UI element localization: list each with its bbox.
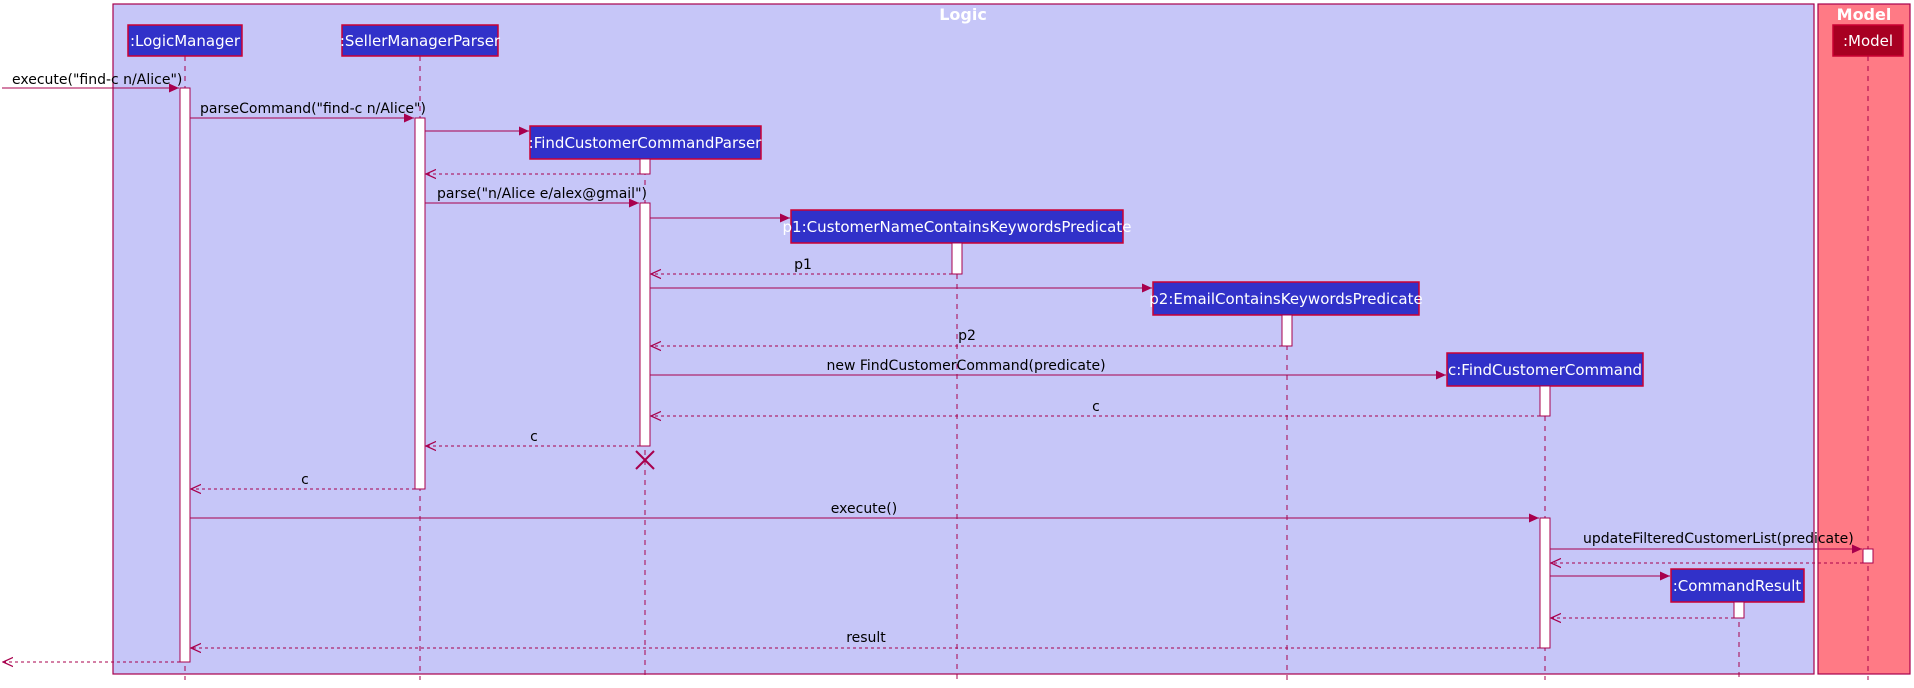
participant-p1-predicate: p1:CustomerNameContainsKeywordsPredicate (783, 209, 1132, 244)
participant-logic-manager: :LogicManager (127, 24, 243, 57)
message-label: p2 (958, 328, 976, 344)
activation-p1-predicate (951, 242, 963, 275)
activation-command-execute (1539, 517, 1551, 649)
activation-command-init (1539, 385, 1551, 417)
message-label: c (530, 429, 538, 445)
participant-label: :SellerManagerParser (340, 32, 501, 50)
participant-label: c:FindCustomerCommand (1448, 361, 1642, 379)
activation-parser-init (639, 158, 651, 175)
participant-label: :FindCustomerCommandParser (529, 134, 763, 152)
activation-command-result (1733, 601, 1745, 619)
message-label: c (1092, 399, 1100, 415)
message-label: execute("find-c n/Alice") (12, 72, 182, 88)
activation-logic-manager (179, 87, 191, 663)
activation-parser-parse (639, 202, 651, 447)
message-label: result (846, 630, 886, 646)
participant-find-customer-command-parser: :FindCustomerCommandParser (529, 125, 763, 160)
logic-box-title: Logic (939, 5, 987, 24)
activation-p2-predicate (1281, 314, 1293, 347)
message-label: new FindCustomerCommand(predicate) (826, 358, 1105, 374)
participant-seller-manager-parser: :SellerManagerParser (340, 24, 501, 57)
message-label: parse("n/Alice e/alex@gmail") (437, 186, 647, 202)
participant-label: p1:CustomerNameContainsKeywordsPredicate (783, 218, 1132, 236)
destroy-marker-icon (635, 450, 655, 470)
participant-model: :Model (1832, 24, 1904, 57)
message-label: parseCommand("find-c n/Alice") (200, 101, 426, 117)
participant-label: :Model (1843, 32, 1893, 50)
model-box (1817, 3, 1911, 675)
participant-label: :LogicManager (130, 32, 241, 50)
message-label: execute() (831, 501, 897, 517)
model-box-title: Model (1837, 5, 1892, 24)
participant-command-result: :CommandResult (1670, 568, 1805, 603)
activation-seller-manager-parser (414, 117, 426, 490)
message-label: c (301, 472, 309, 488)
message-label: updateFilteredCustomerList(predicate) (1583, 531, 1854, 547)
activation-model (1862, 548, 1874, 564)
message-label: p1 (794, 257, 812, 273)
participant-p2-predicate: p2:EmailContainsKeywordsPredicate (1149, 281, 1423, 316)
participant-label: :CommandResult (1673, 577, 1802, 595)
participant-label: p2:EmailContainsKeywordsPredicate (1149, 290, 1422, 308)
participant-find-customer-command: c:FindCustomerCommand (1446, 352, 1644, 387)
logic-box (112, 3, 1815, 675)
